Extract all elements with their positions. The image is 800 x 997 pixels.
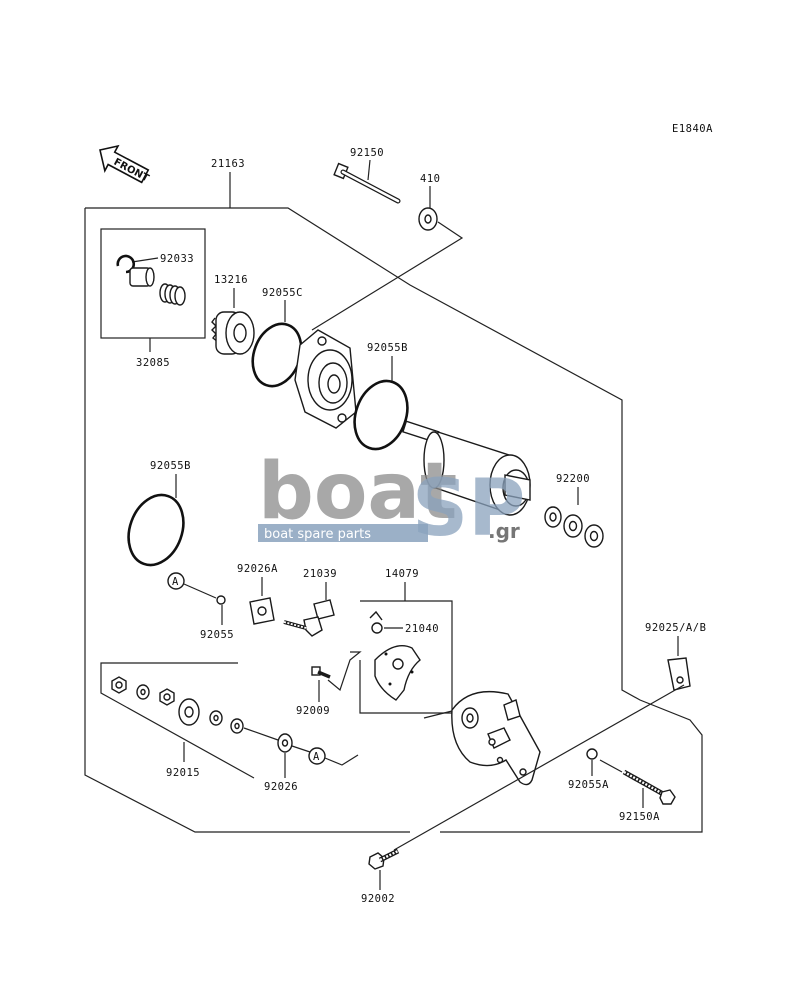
kit-box-92015: [100, 662, 255, 779]
label-21039: 21039: [303, 568, 337, 580]
assembly-outline-left: [84, 208, 410, 833]
watermark-sp: SP: [412, 464, 525, 554]
washer-92026: [277, 733, 293, 753]
kit-box-32085: [100, 228, 206, 339]
label-410: 410: [420, 173, 440, 185]
label-92055b-top: 92055B: [367, 342, 408, 354]
brush-plate-14079: [374, 645, 421, 701]
spring-21040: [369, 610, 383, 634]
o-ring-92055: [216, 595, 226, 605]
label-92200: 92200: [556, 473, 590, 485]
label-92055a: 92055A: [568, 779, 609, 791]
label-13216: 13216: [214, 274, 248, 286]
label-92055: 92055: [200, 629, 234, 641]
bolt-92002: [368, 848, 400, 870]
assembly-outline: [85, 207, 703, 833]
label-92055c: 92055C: [262, 287, 303, 299]
label-14079: 14079: [385, 568, 419, 580]
o-ring-92055b-left: [127, 493, 185, 567]
spring-part: [159, 283, 186, 306]
long-bolt-92150: [333, 162, 401, 204]
label-92026a: 92026A: [237, 563, 278, 575]
washers-92200: [544, 506, 604, 548]
watermark-tagline: boat spare parts: [264, 527, 371, 542]
washer-410: [418, 207, 438, 231]
nuts-washers-92015: [111, 676, 244, 734]
label-32085: 32085: [136, 357, 170, 369]
brush-21039: [283, 599, 335, 637]
label-92025: 92025/A/B: [645, 622, 706, 634]
motor-yoke-armature: [402, 420, 531, 516]
label-92026: 92026: [264, 781, 298, 793]
label-92009: 92009: [296, 705, 330, 717]
label-21040: 21040: [405, 623, 439, 635]
sleeve-part: [129, 267, 155, 287]
bolt-92150a: [622, 769, 676, 805]
diagram-code: E1840A: [672, 123, 713, 135]
ref-marker-a-bottom: [308, 747, 326, 765]
pinion-gear-13216: [211, 311, 255, 355]
label-21163: 21163: [211, 158, 245, 170]
insulator-92026a: [249, 597, 275, 625]
o-ring-92055b-top: [353, 379, 409, 451]
watermark-tld: .gr: [488, 519, 520, 543]
watermark-logo: boat SP .gr boat spare parts: [258, 447, 525, 554]
o-ring-92055a: [586, 748, 598, 760]
label-92033: 92033: [160, 253, 194, 265]
rear-cover-housing: [451, 690, 541, 786]
bracket-92025: [667, 657, 691, 691]
label-92015: 92015: [166, 767, 200, 779]
label-92002: 92002: [361, 893, 395, 905]
label-92055b-left: 92055B: [150, 460, 191, 472]
svg-text:A: A: [172, 576, 179, 588]
screw-92009: [311, 666, 331, 679]
svg-text:A: A: [313, 751, 320, 763]
front-cover-housing: [294, 329, 357, 429]
front-arrow-icon: FRONT: [99, 144, 151, 184]
ref-marker-a-left: [167, 572, 185, 590]
label-92150: 92150: [350, 147, 384, 159]
watermark-brand: boat: [258, 447, 457, 537]
label-92150a: 92150A: [619, 811, 660, 823]
